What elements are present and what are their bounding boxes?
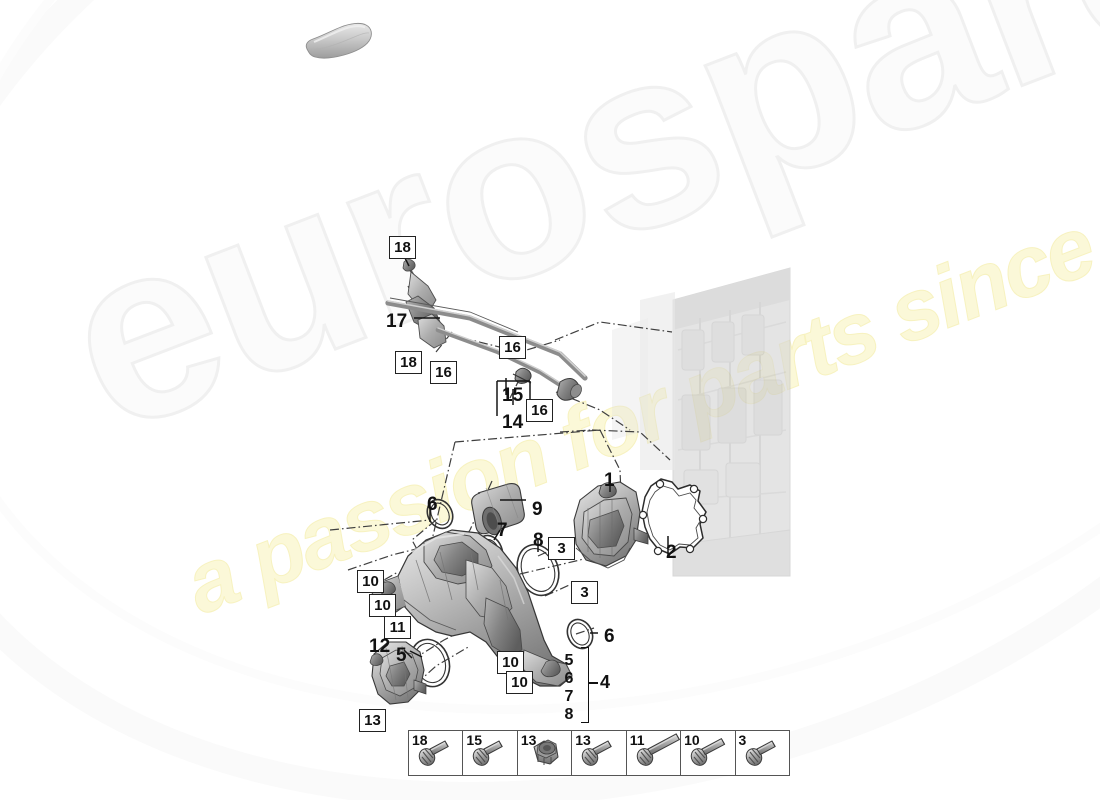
- callout-5: 5: [396, 645, 407, 666]
- callout-17: 17: [386, 311, 408, 332]
- collar-nut-icon: [518, 731, 571, 775]
- callout-3: 3: [571, 581, 598, 604]
- callout-16: 16: [430, 361, 457, 384]
- legend-number: 11: [629, 732, 645, 748]
- callout-10: 10: [506, 671, 533, 694]
- callout-6: 6: [604, 626, 615, 647]
- group-bracket-4: 5 6 7 8 4: [558, 647, 628, 723]
- engine-block-ghost: [612, 267, 791, 577]
- legend-cell-3-6: 3: [736, 731, 789, 775]
- part-1-water-pump: [573, 481, 649, 569]
- callout-9: 9: [532, 499, 543, 520]
- car-silhouette-icon: [300, 18, 375, 64]
- callout-13: 13: [359, 709, 386, 732]
- group-member-7: 7: [564, 688, 574, 705]
- callout-18: 18: [395, 351, 422, 374]
- bracket-stem: [588, 682, 598, 684]
- legend-number: 18: [412, 732, 428, 748]
- group-member-5: 5: [564, 652, 574, 669]
- callout-7: 7: [497, 520, 508, 541]
- callout-8: 8: [533, 530, 544, 551]
- hex-socket-bolt-short-icon: [736, 731, 789, 775]
- hex-socket-bolt-long-icon: [627, 731, 680, 775]
- legend-number: 13: [520, 732, 537, 748]
- callout-10: 10: [497, 651, 524, 674]
- callout-11: 11: [384, 616, 411, 639]
- hex-socket-bolt-short-icon: [463, 731, 516, 775]
- callout-16: 16: [526, 399, 553, 422]
- callout-2: 2: [666, 542, 677, 563]
- legend-cell-10-5: 10: [681, 731, 736, 775]
- group-label-4: 4: [600, 672, 611, 692]
- callout-16: 16: [499, 336, 526, 359]
- hex-socket-bolt-medium-icon: [681, 731, 734, 775]
- legend-number: 3: [738, 732, 747, 748]
- legend-cell-15-1: 15: [463, 731, 518, 775]
- group-member-8: 8: [564, 706, 574, 723]
- callout-12: 12: [369, 636, 391, 657]
- callout-10: 10: [369, 594, 396, 617]
- callout-3: 3: [548, 537, 575, 560]
- part-9-sleeve: [471, 483, 525, 536]
- part-2-water-pump-gasket: [638, 478, 708, 556]
- legend-number: 15: [466, 732, 482, 748]
- legend-cell-11-4: 11: [627, 731, 682, 775]
- callout-1: 1: [604, 470, 615, 491]
- legend-number: 10: [684, 732, 700, 748]
- group-member-6: 6: [564, 670, 574, 687]
- legend-number: 13: [575, 732, 591, 748]
- legend-cell-13-3: 13: [572, 731, 627, 775]
- callout-6: 6: [427, 494, 438, 515]
- callout-14: 14: [502, 412, 524, 433]
- callout-15: 15: [502, 385, 524, 406]
- part-17-coolant-pipe-assembly: [385, 259, 588, 401]
- legend-cell-13-2: 13: [518, 731, 573, 775]
- fastener-legend: 18 15 13 13 11 10 3: [408, 730, 790, 776]
- callout-10: 10: [357, 570, 384, 593]
- legend-cell-18-0: 18: [409, 731, 464, 775]
- bracket-shape: [581, 647, 589, 723]
- hex-socket-bolt-short-icon: [572, 731, 625, 775]
- hex-socket-bolt-short-icon: [409, 731, 462, 775]
- callout-18: 18: [389, 236, 416, 259]
